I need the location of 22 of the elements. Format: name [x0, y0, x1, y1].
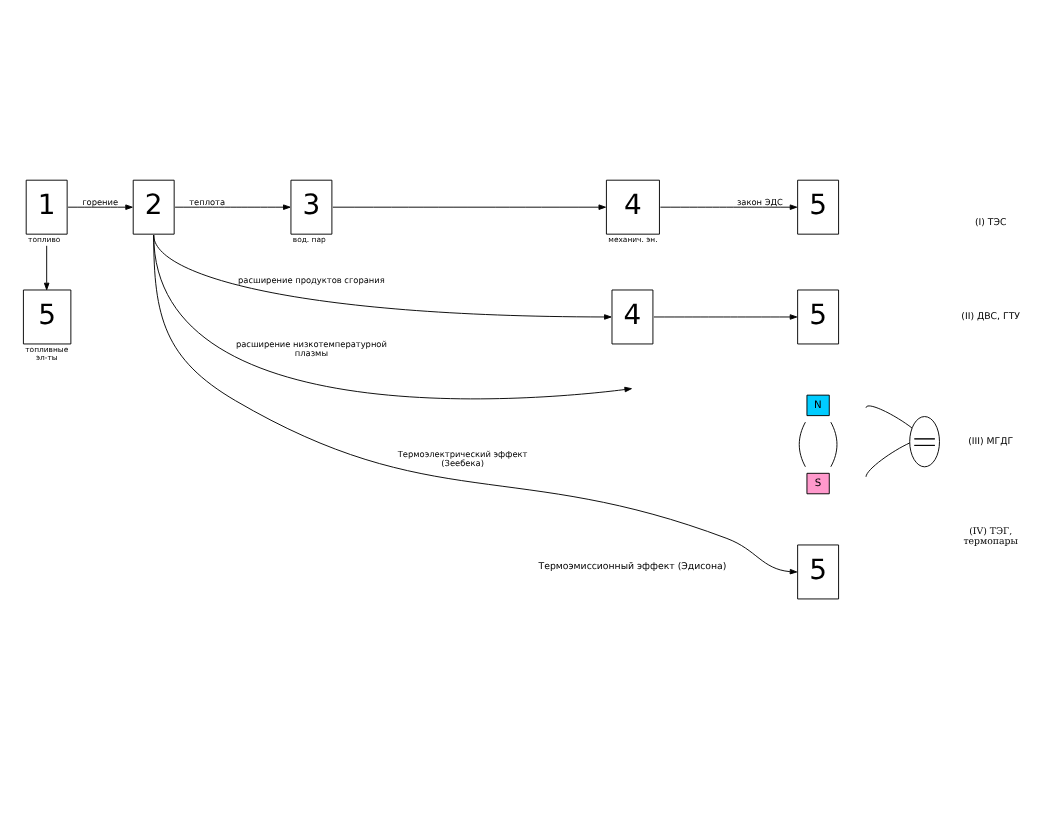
- arrow: [153, 233, 612, 319]
- arrow: [153, 233, 632, 399]
- node-box: 2: [132, 178, 175, 234]
- arrow: [659, 203, 798, 209]
- connector: [798, 420, 806, 467]
- arrow: [332, 203, 606, 209]
- node-box: 3: [290, 178, 333, 234]
- arrow: [653, 313, 798, 319]
- node-box: 4: [605, 178, 660, 234]
- connector: [865, 404, 913, 428]
- node-box: 5: [797, 178, 840, 234]
- arrow: [43, 244, 50, 290]
- node-box: 5: [22, 288, 72, 344]
- node-box: 1: [25, 178, 68, 234]
- arrow: [153, 233, 798, 574]
- arrow: [174, 203, 291, 209]
- node-box: 5: [797, 543, 840, 599]
- connector: [865, 441, 911, 477]
- node-box: 5: [797, 288, 840, 344]
- connector: [830, 420, 838, 467]
- node-box: 4: [611, 288, 654, 344]
- arrow: [67, 203, 133, 209]
